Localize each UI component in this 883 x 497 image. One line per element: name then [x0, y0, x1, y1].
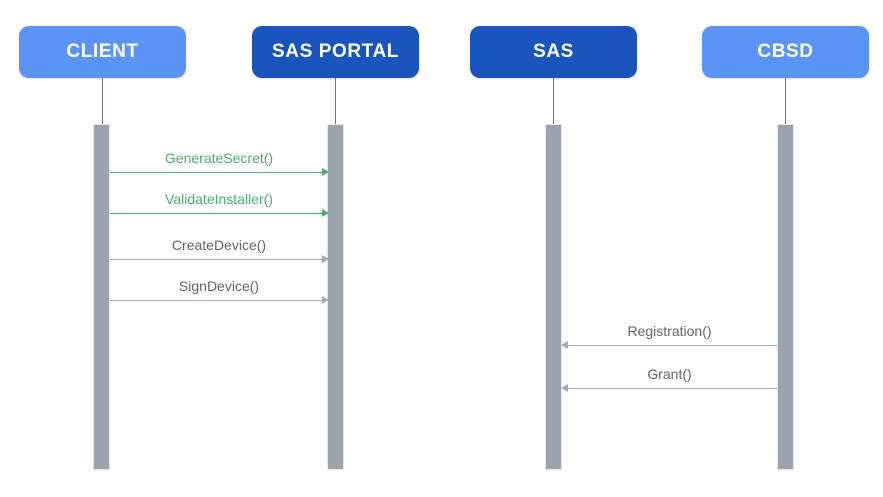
message-line-grant [562, 388, 777, 389]
message-label-sign-device: SignDevice() [178, 278, 260, 294]
message-line-registration [562, 345, 777, 346]
activation-bar-client [93, 124, 110, 470]
actor-box-sas-portal[interactable]: SAS PORTAL [252, 26, 419, 78]
activation-bar-cbsd [777, 124, 794, 470]
message-line-sign-device [110, 300, 328, 301]
arrowhead-right-icon [322, 296, 329, 304]
message-label-grant: Grant() [647, 366, 692, 382]
activation-bar-sas-portal [327, 124, 344, 470]
message-line-generate-secret [110, 172, 328, 173]
message-line-create-device [110, 259, 328, 260]
message-label-validate-installer: ValidateInstaller() [165, 191, 273, 207]
lifeline-cbsd [785, 78, 786, 126]
actor-box-sas[interactable]: SAS [470, 26, 637, 78]
lifeline-sas [553, 78, 554, 126]
lifeline-client [102, 78, 103, 126]
message-label-registration: Registration() [627, 323, 712, 339]
actor-box-cbsd[interactable]: CBSD [702, 26, 869, 78]
arrowhead-left-icon [561, 384, 568, 392]
actor-label-sas: SAS [533, 41, 574, 62]
actor-label-sas-portal: SAS PORTAL [271, 41, 400, 62]
arrowhead-right-icon [322, 255, 329, 263]
actor-box-client[interactable]: CLIENT [19, 26, 186, 78]
activation-bar-sas [545, 124, 562, 470]
arrowhead-right-icon [322, 209, 329, 217]
message-label-create-device: CreateDevice() [171, 237, 267, 253]
actor-label-cbsd: CBSD [757, 41, 814, 62]
arrowhead-left-icon [561, 341, 568, 349]
actor-label-client: CLIENT [66, 41, 139, 62]
message-label-generate-secret: GenerateSecret() [164, 150, 274, 166]
lifeline-sas-portal [335, 78, 336, 126]
message-line-validate-installer [110, 213, 328, 214]
arrowhead-right-icon [322, 168, 329, 176]
